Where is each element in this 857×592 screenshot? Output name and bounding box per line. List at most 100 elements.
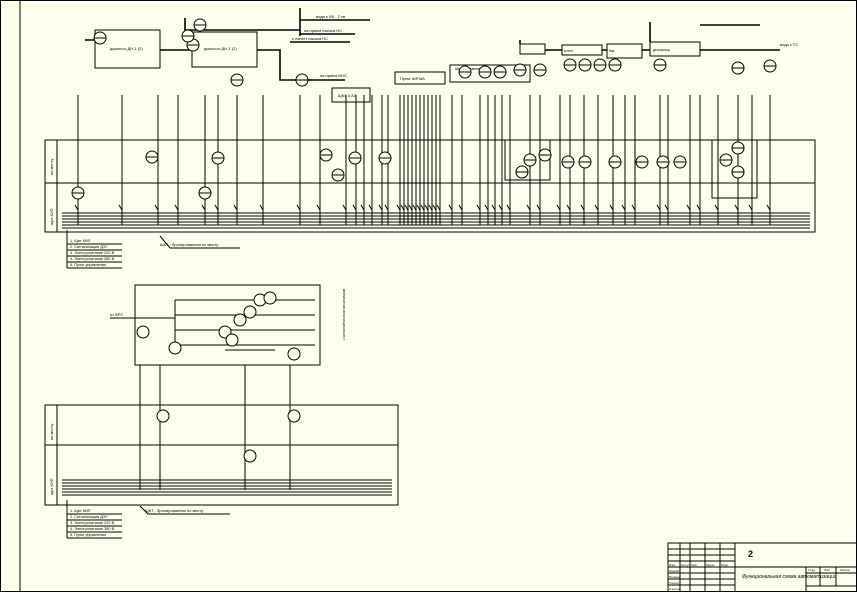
top-equipment: дымосос ДН-1 (2) дымосос ДН-1 (2) ЩКУ 3 … [94, 29, 758, 199]
title-block-row: Т.контр. [669, 581, 680, 585]
switch-contact [656, 204, 661, 211]
output-label: к исполнительным механизмам [342, 288, 346, 340]
switch-contact [396, 204, 401, 211]
switch-contact [580, 204, 585, 211]
switch-contact [476, 204, 481, 211]
equipment-label: котел [564, 49, 573, 53]
legend-item: 4. Электропитание 380 В [70, 527, 115, 531]
row-label-panel: щит КИП [49, 208, 54, 225]
switch-contact [766, 204, 771, 211]
switch-contact [594, 204, 599, 211]
switch-contact [484, 204, 489, 211]
equipment-fan-1 [94, 29, 161, 69]
switch-contact [416, 204, 421, 211]
title-block-header: Листов [840, 568, 850, 572]
equipment-shku [331, 87, 371, 103]
switch-contact [412, 204, 417, 211]
switch-contact [748, 204, 753, 211]
flow-label: с нагнет насоса НС [292, 36, 328, 41]
equipment-label: дымосос ДН-1 (2) [204, 46, 237, 51]
input-label: от ВРУ [110, 312, 123, 317]
flow-label: на прием насоса НС [304, 28, 342, 33]
switch-contact [436, 204, 441, 211]
switch-contact [556, 204, 561, 211]
switch-contact [352, 204, 357, 211]
title-block-col: №док. [706, 563, 715, 567]
equipment-pult [394, 71, 446, 85]
instrument-circle [243, 305, 257, 319]
switch-contact [400, 204, 405, 211]
title-block-row: Провер. [669, 575, 680, 579]
switch-contact [696, 204, 701, 211]
title-block-col: Изм. [669, 563, 676, 567]
switch-contact [316, 204, 321, 211]
legend-item: 1. Щит КИП [70, 239, 91, 243]
title-block-col: Подп. [721, 563, 729, 567]
switch-contact [664, 204, 669, 211]
process-lines: вода к ХВ - 2 хв на прием насоса НС с на… [85, 8, 798, 81]
title-block: 2 Функциональная схема автоматизации Изм… [667, 542, 857, 592]
instrument-circle [243, 449, 257, 463]
legend-item: 2. Сигнализация ДЗУ [70, 515, 108, 519]
switch-contact [424, 204, 429, 211]
sheet-mark: 2 [748, 549, 753, 559]
instrument-circle [168, 341, 182, 355]
instrument-circle [136, 325, 150, 339]
title-block-row: Н.контр. [669, 587, 681, 591]
switch-contact [631, 204, 636, 211]
switch-contact [296, 204, 301, 211]
equipment-label: ЩКУ 3 АЗ [338, 93, 357, 98]
switch-contact [360, 204, 365, 211]
switch-contact [378, 204, 383, 211]
equipment-label: бак [609, 49, 615, 53]
title-block-header: Лист [824, 568, 831, 572]
equipment-deaerator [649, 41, 701, 57]
switch-contact [491, 204, 496, 211]
switch-contact [408, 204, 413, 211]
instrument-circle [233, 313, 247, 327]
switch-contact [448, 204, 453, 211]
switch-contact [214, 204, 219, 211]
switch-contact [154, 204, 159, 211]
legend-item: 3. Электропитание 220 В [70, 521, 115, 525]
legend-item: 1. Щит КИП [70, 509, 91, 513]
row-label-local: по месту [49, 424, 54, 440]
control-cabinet [134, 284, 321, 366]
instrument-circle [156, 409, 170, 423]
switch-contact [686, 204, 691, 211]
switch-contact [609, 204, 614, 211]
legend-item: 3. Электропитание 220 В [70, 251, 115, 255]
equipment-tank-2 [606, 43, 643, 59]
flow-label: вода к ХВ - 2 хв [316, 14, 345, 19]
legend-item: 5. Пульт управления [70, 263, 106, 267]
switch-contact [526, 204, 531, 211]
title-block-header: Стад. [808, 568, 816, 572]
switch-contact [201, 204, 206, 211]
switch-contact [714, 204, 719, 211]
switch-contact [621, 204, 626, 211]
bottom-diagram: от ВРУ к исполнительным механизмам по ме… [44, 284, 399, 539]
title-block-col: Кол.уч [681, 563, 690, 567]
flow-label: на прием ВНС [320, 73, 347, 78]
switch-contact [259, 204, 264, 211]
switch-contact [342, 204, 347, 211]
switch-contact [233, 204, 238, 211]
switch-contact [734, 204, 739, 211]
instrument-circle [225, 333, 239, 347]
instrument-circle [263, 291, 277, 305]
equipment-label: Шкаф управления ЩУ [455, 67, 492, 71]
instrument-circle [287, 409, 301, 423]
switch-contact [566, 204, 571, 211]
switch-contact [432, 204, 437, 211]
switch-contact [404, 204, 409, 211]
switch-contact [74, 204, 79, 211]
switch-contact [458, 204, 463, 211]
equipment-label: деаэратор [653, 48, 670, 52]
switch-contact [506, 204, 511, 211]
equipment-label: дымосос ДН-1 (2) [110, 46, 143, 51]
legend-item: 5. Пульт управления [70, 533, 106, 537]
switch-contact [118, 204, 123, 211]
switch-contact [536, 204, 541, 211]
row-label-panel: щит КИП [49, 478, 54, 495]
